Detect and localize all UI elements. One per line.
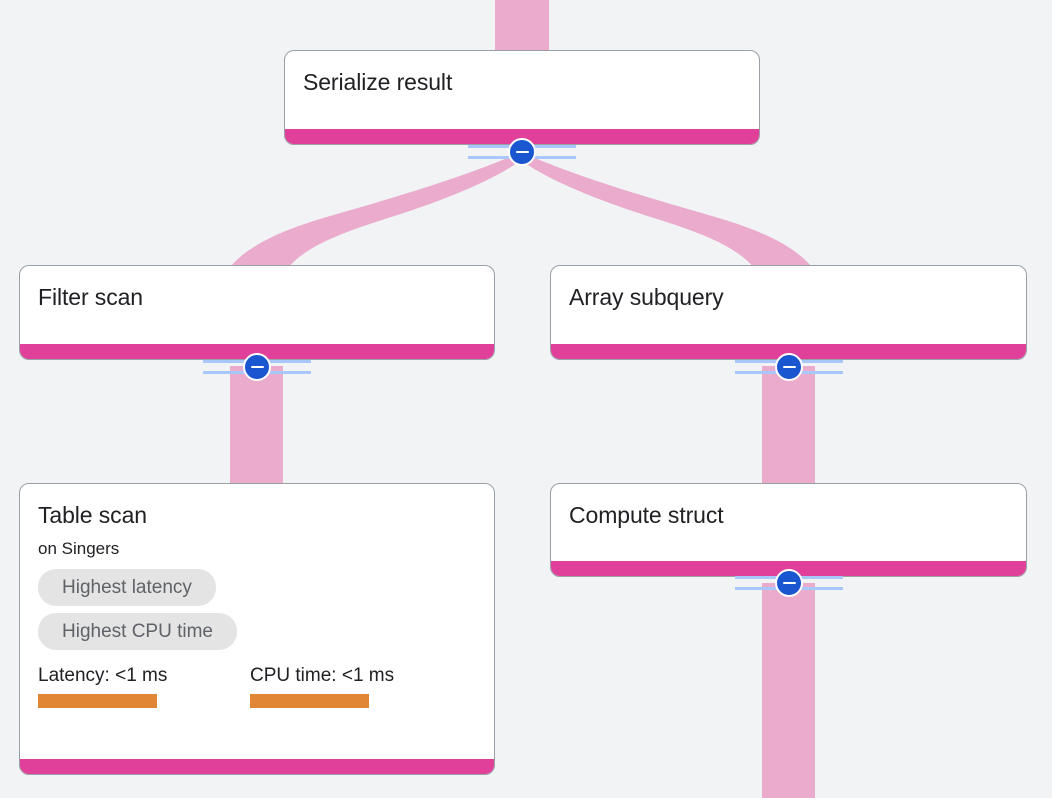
collapse-toggle-compute-struct[interactable]	[735, 568, 843, 598]
metric-latency-label: Latency: <1 ms	[38, 665, 168, 686]
node-compute-struct-body: Compute struct	[551, 484, 1026, 561]
metric-latency-bar	[38, 694, 157, 708]
node-serialize-result-title: Serialize result	[303, 69, 453, 95]
metric-cpu-time: CPU time: <1 ms	[250, 664, 394, 708]
node-table-scan-metrics: Latency: <1 ms CPU time: <1 ms	[38, 664, 476, 708]
collapse-toggle-filter-scan[interactable]	[203, 352, 311, 382]
node-compute-struct-accent-bar	[551, 561, 1026, 576]
minus-circle-icon	[508, 138, 536, 166]
node-filter-scan-title: Filter scan	[38, 284, 143, 310]
node-compute-struct-title: Compute struct	[569, 502, 724, 528]
node-table-scan-accent-bar	[20, 759, 494, 774]
node-array-subquery-body: Array subquery	[551, 266, 1026, 344]
node-table-scan-body: Table scan on Singers Highest latency Hi…	[20, 484, 494, 759]
node-array-subquery[interactable]: Array subquery	[550, 265, 1027, 360]
node-serialize-result[interactable]: Serialize result	[284, 50, 760, 145]
node-table-scan[interactable]: Table scan on Singers Highest latency Hi…	[19, 483, 495, 775]
node-array-subquery-accent-bar	[551, 344, 1026, 359]
edge-array-subquery-to-compute-struct	[762, 366, 815, 486]
metric-cpu-time-bar	[250, 694, 369, 708]
minus-circle-icon	[243, 353, 271, 381]
node-filter-scan[interactable]: Filter scan	[19, 265, 495, 360]
node-table-scan-badges: Highest latency Highest CPU time	[38, 569, 237, 650]
minus-icon	[782, 365, 796, 369]
status-badge-highest-cpu-time: Highest CPU time	[38, 613, 237, 650]
metric-cpu-time-label: CPU time: <1 ms	[250, 665, 395, 686]
collapse-toggle-array-subquery[interactable]	[735, 352, 843, 382]
node-table-scan-subtitle: on Singers	[38, 539, 120, 558]
edge-incoming-serialize-result	[495, 0, 549, 50]
edge-filter-scan-to-table-scan	[230, 366, 283, 486]
collapse-toggle-serialize-result[interactable]	[468, 137, 576, 167]
minus-circle-icon	[775, 353, 803, 381]
metric-latency: Latency: <1 ms	[38, 664, 250, 708]
edge-serialize-result-to-filter-scan	[231, 152, 521, 268]
minus-icon	[515, 150, 529, 154]
node-array-subquery-title: Array subquery	[569, 284, 724, 310]
edge-serialize-result-to-array-subquery	[521, 152, 811, 268]
node-filter-scan-body: Filter scan	[20, 266, 494, 344]
node-serialize-result-accent-bar	[285, 129, 759, 144]
node-serialize-result-body: Serialize result	[285, 51, 759, 129]
edge-outgoing-compute-struct	[762, 583, 815, 798]
node-filter-scan-accent-bar	[20, 344, 494, 359]
minus-icon	[250, 365, 264, 369]
minus-icon	[782, 581, 796, 585]
minus-circle-icon	[775, 569, 803, 597]
status-badge-highest-latency: Highest latency	[38, 569, 216, 606]
node-table-scan-title: Table scan	[38, 502, 147, 528]
node-compute-struct[interactable]: Compute struct	[550, 483, 1027, 577]
